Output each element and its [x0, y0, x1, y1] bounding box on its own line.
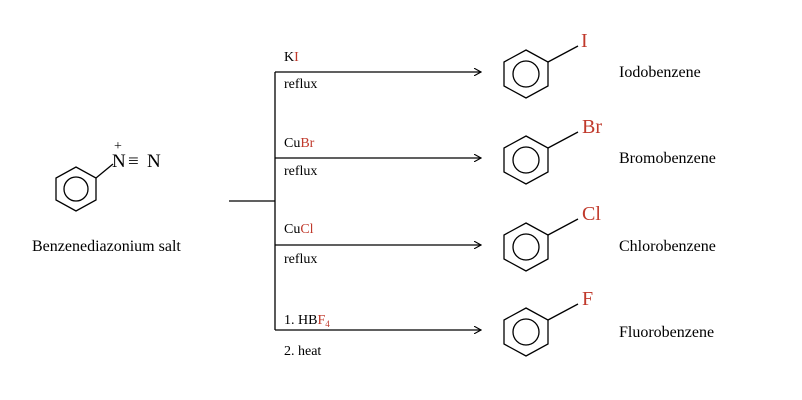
- reaction-chlorination: CuCl reflux Cl Chlorobenzene: [275, 203, 716, 272]
- reactant-c-n-bond: [95, 163, 114, 179]
- product-name: Chlorobenzene: [619, 238, 716, 255]
- product-aromatic-circle: [512, 146, 540, 174]
- reagent-label: CuBr: [284, 136, 315, 151]
- product-aromatic-circle: [512, 233, 540, 261]
- reagent-label: 1. HBF4: [284, 313, 330, 329]
- reagent-label: KI: [284, 50, 299, 65]
- reagent-label: CuCl: [284, 222, 314, 237]
- reaction-fluorination: 1. HBF4 2. heat F Fluorobenzene: [275, 288, 714, 359]
- reaction-iodination: KI reflux I Iodobenzene: [275, 30, 701, 99]
- product-name: Iodobenzene: [619, 64, 701, 81]
- product-aromatic-circle: [512, 318, 540, 346]
- reactant-triple-bond: ≡: [128, 151, 139, 172]
- product-aromatic-circle: [512, 60, 540, 88]
- halogen-atom: I: [581, 30, 588, 52]
- reaction-bromination: CuBr reflux Br Bromobenzene: [275, 116, 716, 185]
- reactant-atom-n2: N: [147, 151, 161, 172]
- condition-label: reflux: [284, 164, 317, 179]
- reactant-charge: +: [114, 139, 122, 154]
- halogen-atom: F: [582, 288, 593, 310]
- c-halogen-bond: [547, 303, 579, 321]
- halogen-atom: Cl: [582, 203, 601, 225]
- product-name: Bromobenzene: [619, 150, 716, 167]
- c-halogen-bond: [547, 131, 579, 149]
- c-halogen-bond: [547, 218, 579, 236]
- product-benzene-ring: [503, 135, 549, 185]
- condition-label: reflux: [284, 252, 317, 267]
- condition-label: reflux: [284, 77, 317, 92]
- reactant-name: Benzenediazonium salt: [32, 238, 181, 255]
- reactant-structure: + N ≡ N Benzenediazonium salt: [32, 139, 181, 255]
- c-halogen-bond: [547, 45, 579, 63]
- reactant-benzene-ring: [55, 166, 97, 212]
- condition-label: 2. heat: [284, 344, 321, 359]
- product-name: Fluorobenzene: [619, 324, 714, 341]
- halogen-atom: Br: [582, 116, 602, 138]
- product-benzene-ring: [503, 222, 549, 272]
- product-benzene-ring: [503, 307, 549, 357]
- reactant-aromatic-circle: [63, 176, 89, 202]
- product-benzene-ring: [503, 49, 549, 99]
- branch-lines: [229, 72, 276, 330]
- reactant-atom-n1: N: [112, 151, 126, 172]
